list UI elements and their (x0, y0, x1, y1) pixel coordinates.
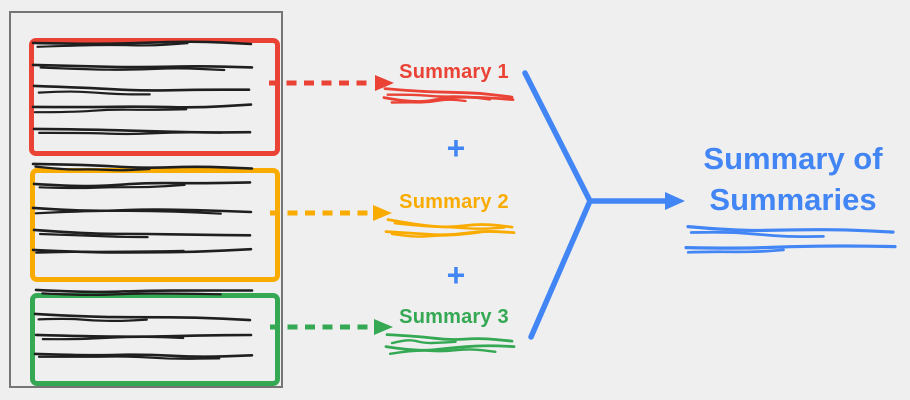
chunk-box-2 (30, 168, 280, 282)
chunk-box-3 (30, 293, 280, 386)
merge-arrow-icon (522, 70, 685, 340)
plus-sign-1: + (446, 130, 466, 166)
summary-of-summaries-title: Summary of Summaries (703, 141, 883, 217)
summary-3-dashed-arrow-icon (270, 319, 393, 335)
summary-1-dashed-arrow-icon (269, 75, 394, 91)
summary-2-dashed-arrow-icon (270, 205, 392, 221)
chunk-box-1 (29, 38, 280, 156)
summary-1-label: Summary 1 (399, 61, 509, 83)
summary-3-label: Summary 3 (399, 306, 509, 328)
source-document (9, 11, 283, 388)
summary-2-label: Summary 2 (399, 191, 509, 213)
plus-sign-2: + (446, 257, 466, 293)
